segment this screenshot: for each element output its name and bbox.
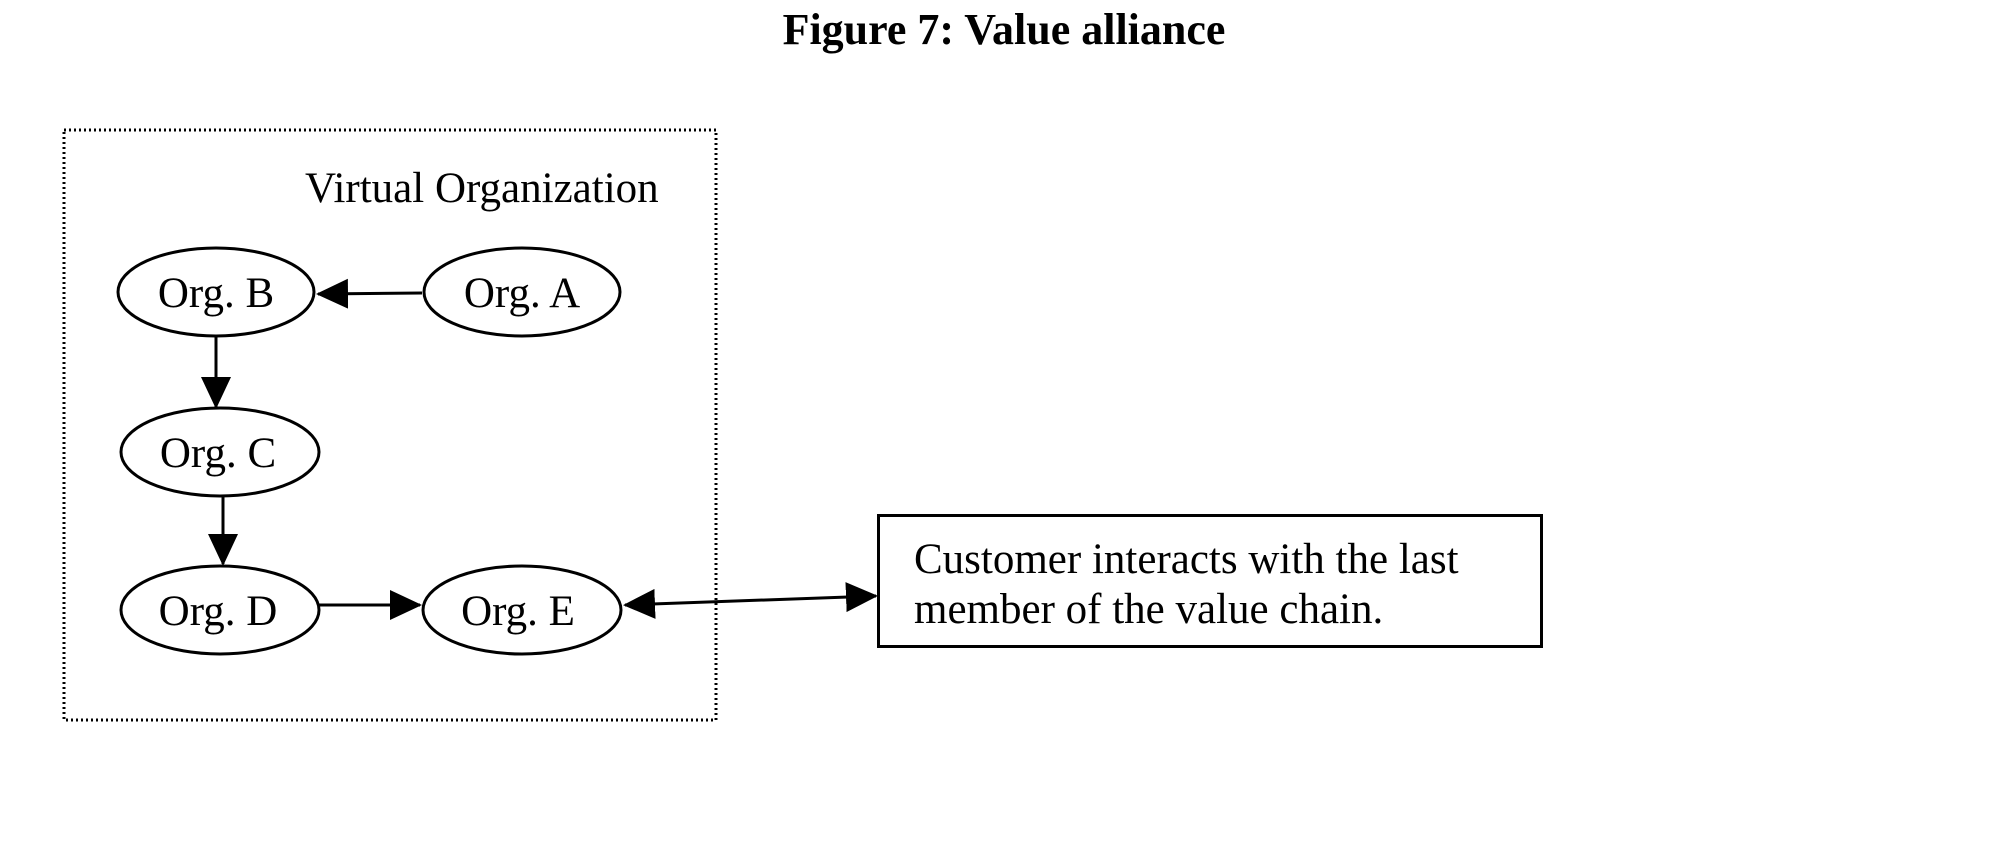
edge-org-a-to-org-b	[316, 278, 423, 309]
node-org-c-label: Org. C	[160, 430, 276, 477]
node-org-d-label: Org. D	[159, 588, 278, 635]
customer-box: Customer interacts with the last member …	[877, 514, 1543, 648]
node-org-a-label: Org. A	[464, 270, 580, 317]
node-org-e-label: Org. E	[461, 588, 575, 635]
virtual-organization-boundary	[62, 128, 718, 722]
node-org-b: Org. B	[116, 246, 316, 338]
virtual-organization-label: Virtual Organization	[305, 165, 659, 212]
edge-org-e-to-customer	[623, 582, 878, 619]
node-org-c: Org. C	[119, 406, 321, 498]
node-org-b-label: Org. B	[158, 270, 274, 317]
node-org-a: Org. A	[422, 246, 622, 338]
customer-text-line-2: member of the value chain.	[914, 586, 1384, 633]
node-org-e: Org. E	[421, 564, 623, 656]
customer-text-line-1: Customer interacts with the last	[914, 536, 1459, 583]
figure-title: Figure 7: Value alliance	[782, 5, 1226, 54]
node-org-d: Org. D	[119, 564, 321, 656]
